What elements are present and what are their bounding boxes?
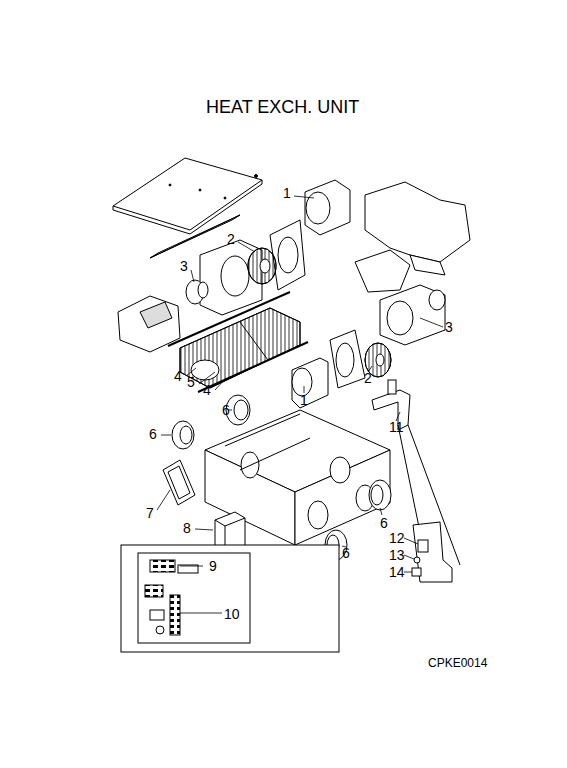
duct-collar	[172, 395, 391, 560]
callout-number: 3	[180, 259, 188, 273]
callout-number: 2	[364, 371, 372, 385]
scroll-casing	[292, 358, 328, 408]
callout-number: 6	[149, 427, 157, 441]
callout-number: 13	[389, 548, 405, 562]
callout-number: 4	[174, 369, 182, 383]
motor	[186, 280, 208, 304]
callout-number: 1	[283, 186, 291, 200]
callout-number: 14	[389, 565, 405, 579]
callout-number: 6	[380, 516, 388, 530]
callout-number: 2	[227, 232, 235, 246]
callout-number: 7	[146, 506, 154, 520]
callout-number: 8	[183, 521, 191, 535]
leader-line	[157, 196, 443, 613]
drawing-code: CPKE0014	[428, 657, 487, 669]
callout-number: 3	[445, 320, 453, 334]
callout-number: 9	[209, 559, 217, 573]
air-duct	[118, 296, 180, 352]
blower-assembly	[168, 292, 308, 392]
fan-housing	[200, 220, 305, 315]
top-panel	[113, 158, 262, 258]
callout-number: 5	[187, 375, 195, 389]
cover-plate	[163, 460, 195, 505]
pcb-inset	[121, 545, 339, 652]
diagram-title: HEAT EXCH. UNIT	[206, 98, 359, 116]
callout-number: 10	[224, 607, 240, 621]
callout-number: 1	[300, 393, 308, 407]
callout-number: 4	[203, 383, 211, 397]
motor-assembly	[380, 285, 445, 345]
air-duct	[305, 180, 470, 292]
callout-number: 6	[342, 546, 350, 560]
callout-number: 12	[389, 531, 405, 545]
fan-housing	[330, 330, 365, 388]
sensor-bracket	[372, 380, 460, 582]
callout-number: 6	[222, 403, 230, 417]
fan-wheel	[248, 248, 276, 284]
callout-number: 11	[389, 420, 404, 434]
